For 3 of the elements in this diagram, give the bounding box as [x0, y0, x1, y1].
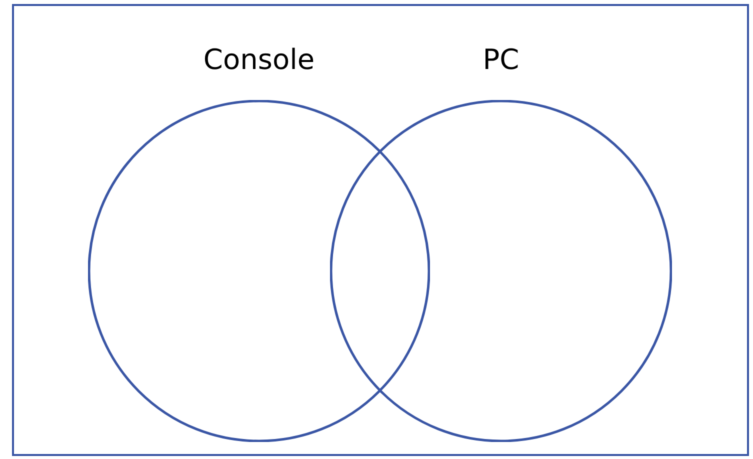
set-label: Console	[203, 42, 315, 78]
set-label: PC	[482, 42, 520, 78]
frame-box	[12, 4, 749, 456]
